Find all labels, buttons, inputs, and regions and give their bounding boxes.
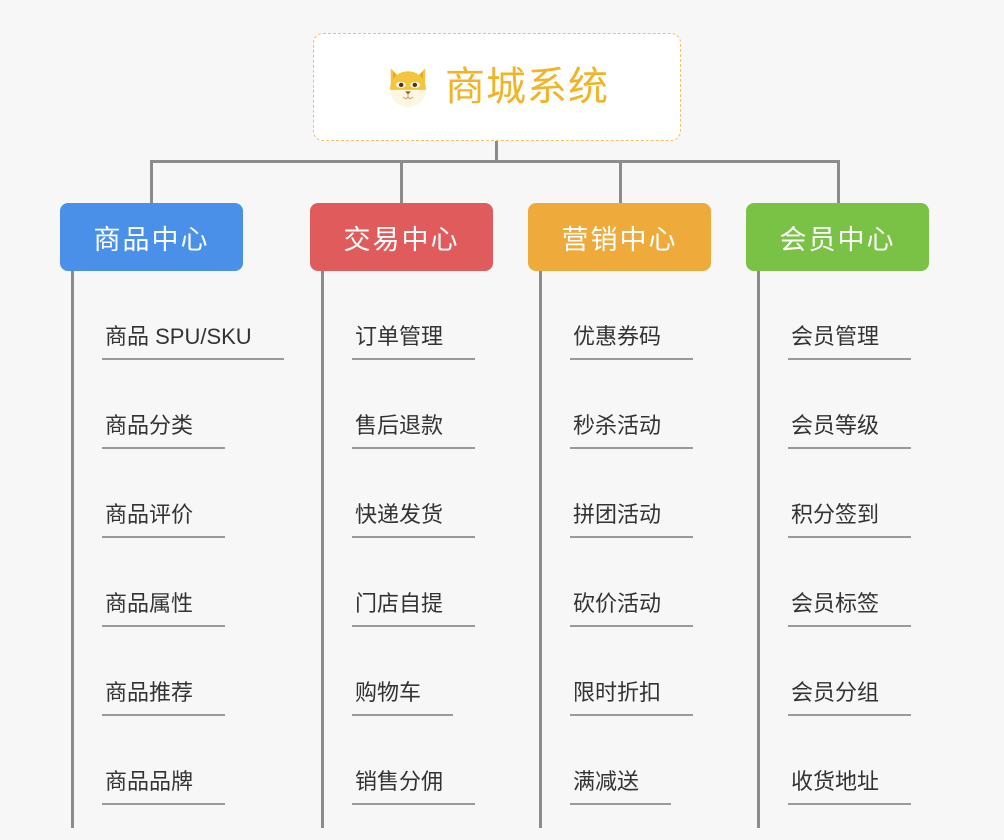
list-item-label: 商品推荐 [102,682,226,716]
list-item-label: 快递发货 [352,504,476,538]
list-item-label: 商品评价 [102,504,226,538]
list-item-label: 积分签到 [788,504,912,538]
list-item-label: 销售分佣 [352,771,476,805]
connector-drop-1 [150,160,153,205]
list-item[interactable]: 限时折扣 [539,627,694,716]
connector-horizontal-bus [150,160,840,163]
column-spine-member [757,271,760,828]
category-header-label: 会员中心 [779,224,896,255]
list-item-label: 拼团活动 [570,504,694,538]
column-spine-product [71,271,74,828]
list-item-label: 会员等级 [788,415,912,449]
list-item[interactable]: 快递发货 [321,449,476,538]
list-item-label: 收货地址 [788,771,912,805]
list-item-label: 限时折扣 [570,682,694,716]
category-header-label: 交易中心 [343,224,460,255]
list-item[interactable]: 商品评价 [71,449,284,538]
list-item-label: 会员分组 [788,682,912,716]
category-column-marketing: 营销中心 优惠券码 秒杀活动 拼团活动 砍价活动 限时折扣 满减送 [528,203,711,828]
list-item-label: 会员标签 [788,593,912,627]
list-item[interactable]: 商品分类 [71,360,284,449]
list-item[interactable]: 商品 SPU/SKU [71,271,284,360]
category-header-label: 营销中心 [561,224,678,255]
shiba-dog-face-icon [390,68,426,108]
list-item-label: 满减送 [570,771,672,805]
list-item[interactable]: 售后退款 [321,360,476,449]
connector-drop-4 [837,160,840,205]
list-item-label: 砍价活动 [570,593,694,627]
root-node[interactable]: 商城系统 [313,33,681,141]
list-item[interactable]: 会员分组 [757,627,912,716]
list-item[interactable]: 优惠券码 [539,271,694,360]
list-item[interactable]: 砍价活动 [539,538,694,627]
list-item[interactable]: 会员标签 [757,538,912,627]
list-item[interactable]: 商品属性 [71,538,284,627]
list-item-label: 订单管理 [352,326,476,360]
list-item[interactable]: 拼团活动 [539,449,694,538]
list-item[interactable]: 订单管理 [321,271,476,360]
connector-drop-2 [400,160,403,205]
list-item[interactable]: 门店自提 [321,538,476,627]
category-column-trade: 交易中心 订单管理 售后退款 快递发货 门店自提 购物车 销售分佣 [310,203,493,828]
list-item[interactable]: 销售分佣 [321,716,476,805]
list-item-label: 商品品牌 [102,771,226,805]
list-item-label: 商品分类 [102,415,226,449]
list-item-label: 商品属性 [102,593,226,627]
list-item[interactable]: 积分签到 [757,449,912,538]
list-item-label: 售后退款 [352,415,476,449]
category-column-product: 商品中心 商品 SPU/SKU 商品分类 商品评价 商品属性 商品推荐 商品品牌 [60,203,284,828]
list-item-label: 秒杀活动 [570,415,694,449]
category-header-member[interactable]: 会员中心 [746,203,929,271]
column-spine-marketing [539,271,542,828]
list-item[interactable]: 会员管理 [757,271,912,360]
list-item-label: 优惠券码 [570,326,694,360]
column-spine-trade [321,271,324,828]
list-item[interactable]: 满减送 [539,716,693,805]
list-item-label: 购物车 [352,682,454,716]
item-list-member: 会员管理 会员等级 积分签到 会员标签 会员分组 收货地址 [757,271,912,805]
list-item[interactable]: 商品品牌 [71,716,284,805]
category-header-product[interactable]: 商品中心 [60,203,243,271]
category-header-label: 商品中心 [93,224,210,255]
list-item-label: 门店自提 [352,593,476,627]
category-header-marketing[interactable]: 营销中心 [528,203,711,271]
category-column-member: 会员中心 会员管理 会员等级 积分签到 会员标签 会员分组 收货地址 [746,203,929,828]
connector-root-stem [495,141,498,163]
root-title: 商城系统 [445,65,609,109]
list-item-label: 会员管理 [788,326,912,360]
connector-drop-3 [619,160,622,205]
list-item[interactable]: 会员等级 [757,360,912,449]
item-list-product: 商品 SPU/SKU 商品分类 商品评价 商品属性 商品推荐 商品品牌 [71,271,284,805]
list-item[interactable]: 购物车 [321,627,475,716]
list-item-label: 商品 SPU/SKU [102,326,284,360]
list-item[interactable]: 商品推荐 [71,627,284,716]
list-item[interactable]: 秒杀活动 [539,360,694,449]
item-list-marketing: 优惠券码 秒杀活动 拼团活动 砍价活动 限时折扣 满减送 [539,271,694,805]
category-header-trade[interactable]: 交易中心 [310,203,493,271]
item-list-trade: 订单管理 售后退款 快递发货 门店自提 购物车 销售分佣 [321,271,476,805]
list-item[interactable]: 收货地址 [757,716,912,805]
